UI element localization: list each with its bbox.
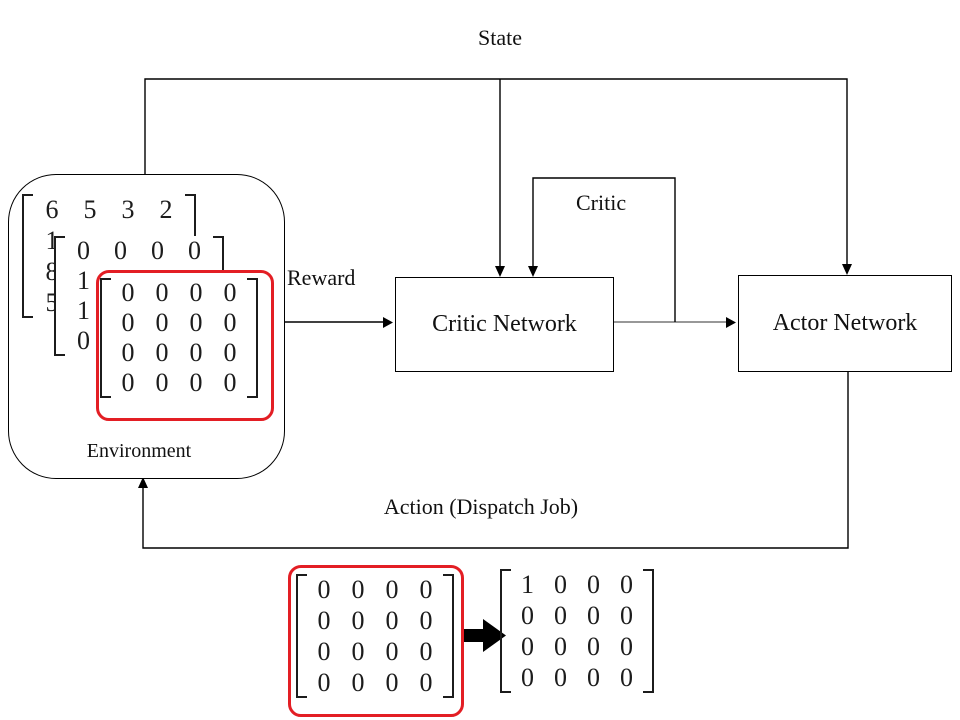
- matrix-cell: 2: [159, 194, 173, 224]
- matrix-cell: 0: [223, 308, 237, 337]
- matrix-cell: 1: [521, 569, 534, 599]
- matrix-cell: 0: [351, 574, 365, 604]
- reward-label: Reward: [287, 265, 356, 290]
- matrix-cell: 0: [620, 631, 633, 661]
- matrix-bracket-left: [22, 194, 33, 318]
- matrix-cell: 0: [121, 308, 135, 337]
- matrix-cell: 0: [620, 569, 633, 599]
- matrix-bracket-left: [100, 278, 111, 398]
- matrix-cell: 0: [620, 662, 633, 692]
- matrix-cell: 0: [317, 574, 331, 604]
- matrix-cell: 0: [587, 569, 600, 599]
- state-label: State: [478, 25, 522, 50]
- matrix-cell: 0: [385, 636, 399, 666]
- matrix-cell: 0: [521, 631, 534, 661]
- matrix-cell: 0: [121, 368, 135, 397]
- matrix-cell: 0: [77, 326, 90, 355]
- actor-network-label: Actor Network: [772, 310, 918, 336]
- env-highlighted-matrix-frame: [96, 270, 274, 421]
- action-label: Action (Dispatch Job): [383, 494, 579, 519]
- matrix-cell: 0: [351, 667, 365, 697]
- matrix-cell: 0: [121, 278, 135, 307]
- matrix-cell: 0: [554, 662, 567, 692]
- matrix-cell: 0: [385, 605, 399, 635]
- matrix-cell: 0: [554, 600, 567, 630]
- matrix-cell: 0: [317, 636, 331, 666]
- matrix-cell: 0: [188, 236, 201, 265]
- matrix-cell: 0: [620, 600, 633, 630]
- arrowhead-action: [138, 477, 148, 488]
- arrowhead-state-actor: [842, 264, 852, 275]
- matrix-cell: 0: [351, 605, 365, 635]
- matrix-cell: 1: [77, 296, 90, 325]
- matrix-cell: 0: [151, 236, 164, 265]
- matrix-cell: 0: [521, 600, 534, 630]
- matrix-cell: 0: [114, 236, 127, 265]
- matrix-cell: 0: [189, 308, 203, 337]
- matrix-bracket-left: [296, 574, 307, 698]
- arrowhead-critic-output: [726, 317, 736, 328]
- critic-network-label: Critic Network: [432, 311, 577, 337]
- matrix-cell: 0: [189, 278, 203, 307]
- matrix-cell: 0: [155, 338, 169, 367]
- matrix-cell: 0: [121, 338, 135, 367]
- matrix-cell: 0: [419, 667, 433, 697]
- matrix-cell: 0: [587, 662, 600, 692]
- matrix-cell: 0: [155, 278, 169, 307]
- matrix-bracket-right: [643, 569, 654, 693]
- matrix-cell: 0: [223, 338, 237, 367]
- matrix-cell: 6: [45, 194, 59, 224]
- matrix-cell: 0: [189, 338, 203, 367]
- matrix-cell: 0: [317, 667, 331, 697]
- critic-network-box: Critic Network: [395, 277, 614, 372]
- environment-label: Environment: [86, 440, 192, 462]
- matrix-cell: 0: [521, 662, 534, 692]
- transition-arrow-icon: [460, 619, 506, 652]
- actor-network-box: Actor Network: [738, 275, 952, 372]
- matrix-cell: 0: [419, 574, 433, 604]
- matrix-cell: 0: [155, 368, 169, 397]
- matrix-cell: 0: [554, 631, 567, 661]
- matrix-cell: 0: [223, 278, 237, 307]
- matrix-bracket-left: [54, 236, 65, 356]
- matrix-bracket-right: [443, 574, 454, 698]
- matrix-cell: 0: [77, 236, 90, 265]
- matrix-cell: 0: [554, 569, 567, 599]
- matrix-bracket-right: [247, 278, 258, 398]
- matrix-cell: 0: [189, 368, 203, 397]
- matrix-cell: 5: [83, 194, 97, 224]
- matrix-cell: 0: [419, 636, 433, 666]
- matrix-cell: 1: [77, 266, 90, 295]
- arrowhead-critic-loop: [528, 266, 538, 277]
- matrix-cell: 0: [351, 636, 365, 666]
- arrowhead-state-critic: [495, 266, 505, 277]
- matrix-cell: 0: [223, 368, 237, 397]
- arrowhead-reward: [383, 317, 393, 328]
- matrix-cell: 3: [121, 194, 135, 224]
- matrix-cell: 0: [317, 605, 331, 635]
- matrix-cell: 0: [587, 600, 600, 630]
- matrix-cell: 0: [587, 631, 600, 661]
- matrix-cell: 0: [155, 308, 169, 337]
- matrix-bracket-left: [500, 569, 511, 693]
- critic-label: Critic: [576, 190, 627, 215]
- matrix-cell: 0: [419, 605, 433, 635]
- action-before-matrix-frame: [288, 565, 464, 717]
- matrix-cell: 0: [385, 574, 399, 604]
- matrix-cell: 0: [385, 667, 399, 697]
